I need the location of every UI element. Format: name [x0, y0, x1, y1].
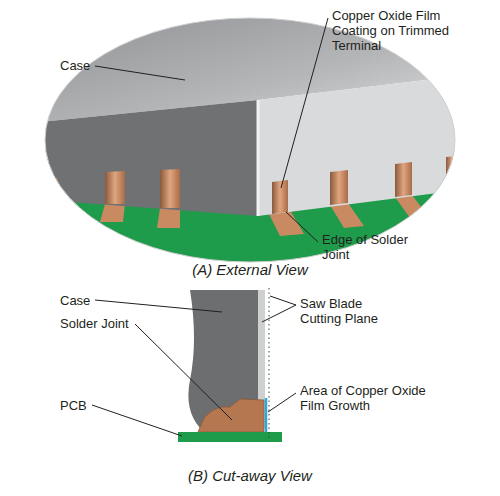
callout-label: Area of Copper Oxide Film Growth	[300, 383, 450, 413]
solder-joint	[198, 399, 264, 432]
terminal	[395, 162, 412, 197]
part-label: PCB	[60, 398, 120, 413]
view-outline	[45, 18, 455, 262]
part-label: Solder Joint	[60, 316, 150, 331]
part-label: Case	[60, 293, 120, 308]
pcb-section	[178, 432, 282, 442]
oxide-film	[265, 398, 268, 432]
terminal	[272, 180, 288, 214]
leader-line	[268, 393, 296, 412]
part-label: Case	[60, 58, 120, 73]
leader-line	[281, 18, 328, 188]
cutaway-view	[178, 288, 282, 442]
callout-label: Edge of Solder Joint	[322, 232, 412, 262]
case-side	[40, 100, 258, 216]
leader-line	[270, 296, 296, 305]
view-caption: (B) Cut-away View	[150, 468, 350, 483]
terminal	[330, 170, 348, 205]
leader-line	[95, 66, 185, 80]
terminal	[46, 178, 58, 201]
solder-pad	[330, 203, 364, 228]
leader-line	[286, 212, 318, 242]
callout-label: Copper Oxide Film Coating on Trimmed Ter…	[332, 8, 482, 53]
leader-line	[262, 305, 296, 322]
terminal	[105, 171, 125, 204]
leader-line	[95, 300, 222, 312]
cutting-plane	[269, 288, 270, 440]
leader-line	[135, 324, 232, 420]
callout-label: Saw Blade Cutting Plane	[300, 296, 400, 326]
background	[40, 10, 460, 270]
case-edge	[257, 100, 260, 216]
terminal	[160, 169, 180, 208]
solder-pad	[157, 208, 180, 228]
view-caption: (A) External View	[150, 262, 350, 277]
solder-pad	[100, 204, 125, 222]
case-side	[258, 76, 460, 216]
leader-line	[92, 405, 182, 436]
external-view	[40, 10, 460, 270]
